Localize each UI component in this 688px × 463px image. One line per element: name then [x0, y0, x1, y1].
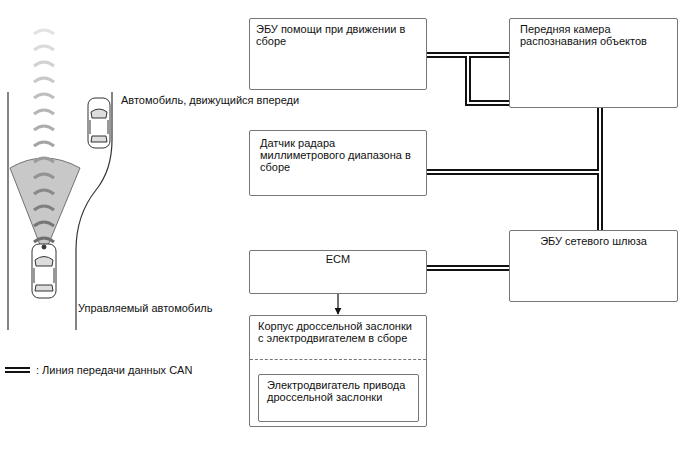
radar-cone: [10, 158, 80, 255]
vehicle-label: Управляемый автомобиль: [78, 302, 212, 314]
road: [8, 92, 112, 330]
preceding-car: [88, 98, 110, 148]
radar-box: Датчик радара миллиметрового диапазона в…: [249, 130, 427, 196]
box-label: Передняя камера распознавания объектов: [520, 23, 667, 47]
ecu-box: ЭБУ помощи при движении в сборе: [249, 18, 427, 90]
box-label: Датчик радара миллиметрового диапазона в…: [260, 137, 416, 173]
gateway-box: ЭБУ сетевого шлюза: [509, 230, 678, 302]
signal-arrow: [337, 294, 338, 314]
separator-line: [250, 359, 426, 360]
radar-waves: [34, 30, 54, 242]
ecm-box: ECM: [249, 250, 427, 294]
camera-box: Передняя камера распознавания объектов: [509, 18, 678, 108]
own-car: [32, 244, 56, 298]
can-line: [427, 265, 509, 271]
legend-text: : Линия передачи данных CAN: [36, 364, 192, 376]
box-label: ЭБУ помощи при движении в сборе: [256, 23, 420, 47]
can-line: [427, 172, 600, 230]
can-line-core: [427, 267, 509, 269]
can-line-core: [427, 172, 600, 230]
legend-swatch: [5, 370, 30, 371]
vehicle-label: Автомобиль, движущийся впереди: [121, 94, 299, 106]
motor-box: Электродвигатель привода дроссельной зас…: [258, 374, 419, 422]
box-label: ECM: [256, 253, 420, 265]
box-label: Корпус дроссельной заслонки с электродви…: [258, 320, 418, 344]
box-label: ЭБУ сетевого шлюза: [516, 235, 671, 247]
throttle-body-box: Корпус дроссельной заслонки с электродви…: [249, 315, 427, 427]
box-label: Электродвигатель привода дроссельной зас…: [267, 379, 410, 403]
